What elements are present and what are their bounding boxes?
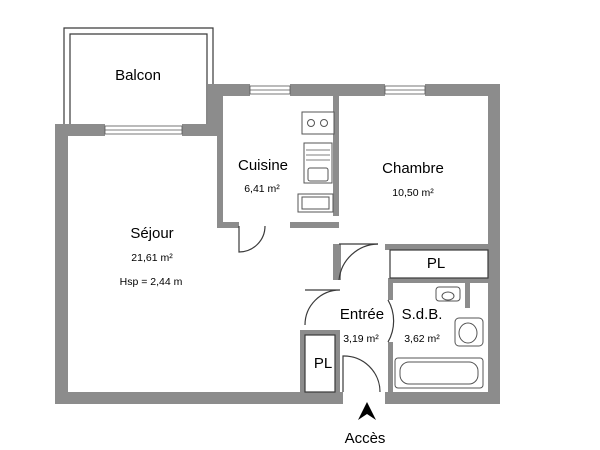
access-label: Accès [345, 430, 386, 447]
storage-outlines [304, 249, 489, 393]
access-arrow-icon [358, 402, 376, 420]
windows [104, 85, 426, 135]
room-area-cuisine: 6,41 m² [244, 183, 280, 195]
room-area-sejour: 21,61 m² [131, 252, 173, 264]
room-area-sdb: 3,62 m² [404, 333, 440, 345]
door-swings [238, 225, 395, 393]
balcony-outline [63, 27, 214, 126]
room-name-cuisine: Cuisine [238, 157, 288, 174]
room-area-chambre: 10,50 m² [392, 187, 434, 199]
room-name-entree: Entrée [340, 306, 384, 323]
room-name-chambre: Chambre [382, 160, 444, 177]
interior-walls [217, 96, 488, 397]
room-name-sejour: Séjour [130, 225, 173, 242]
storage-label-entree: PL [314, 355, 332, 372]
bathroom-fixtures [394, 286, 484, 389]
kitchen-fixtures [297, 111, 335, 213]
room-height-sejour: Hsp = 2,44 m [120, 276, 183, 288]
room-name-balcon: Balcon [115, 67, 161, 84]
exterior-walls [55, 84, 500, 404]
room-area-entree: 3,19 m² [343, 333, 379, 345]
room-name-sdb: S.d.B. [402, 306, 443, 323]
storage-label-chambre: PL [427, 255, 445, 272]
